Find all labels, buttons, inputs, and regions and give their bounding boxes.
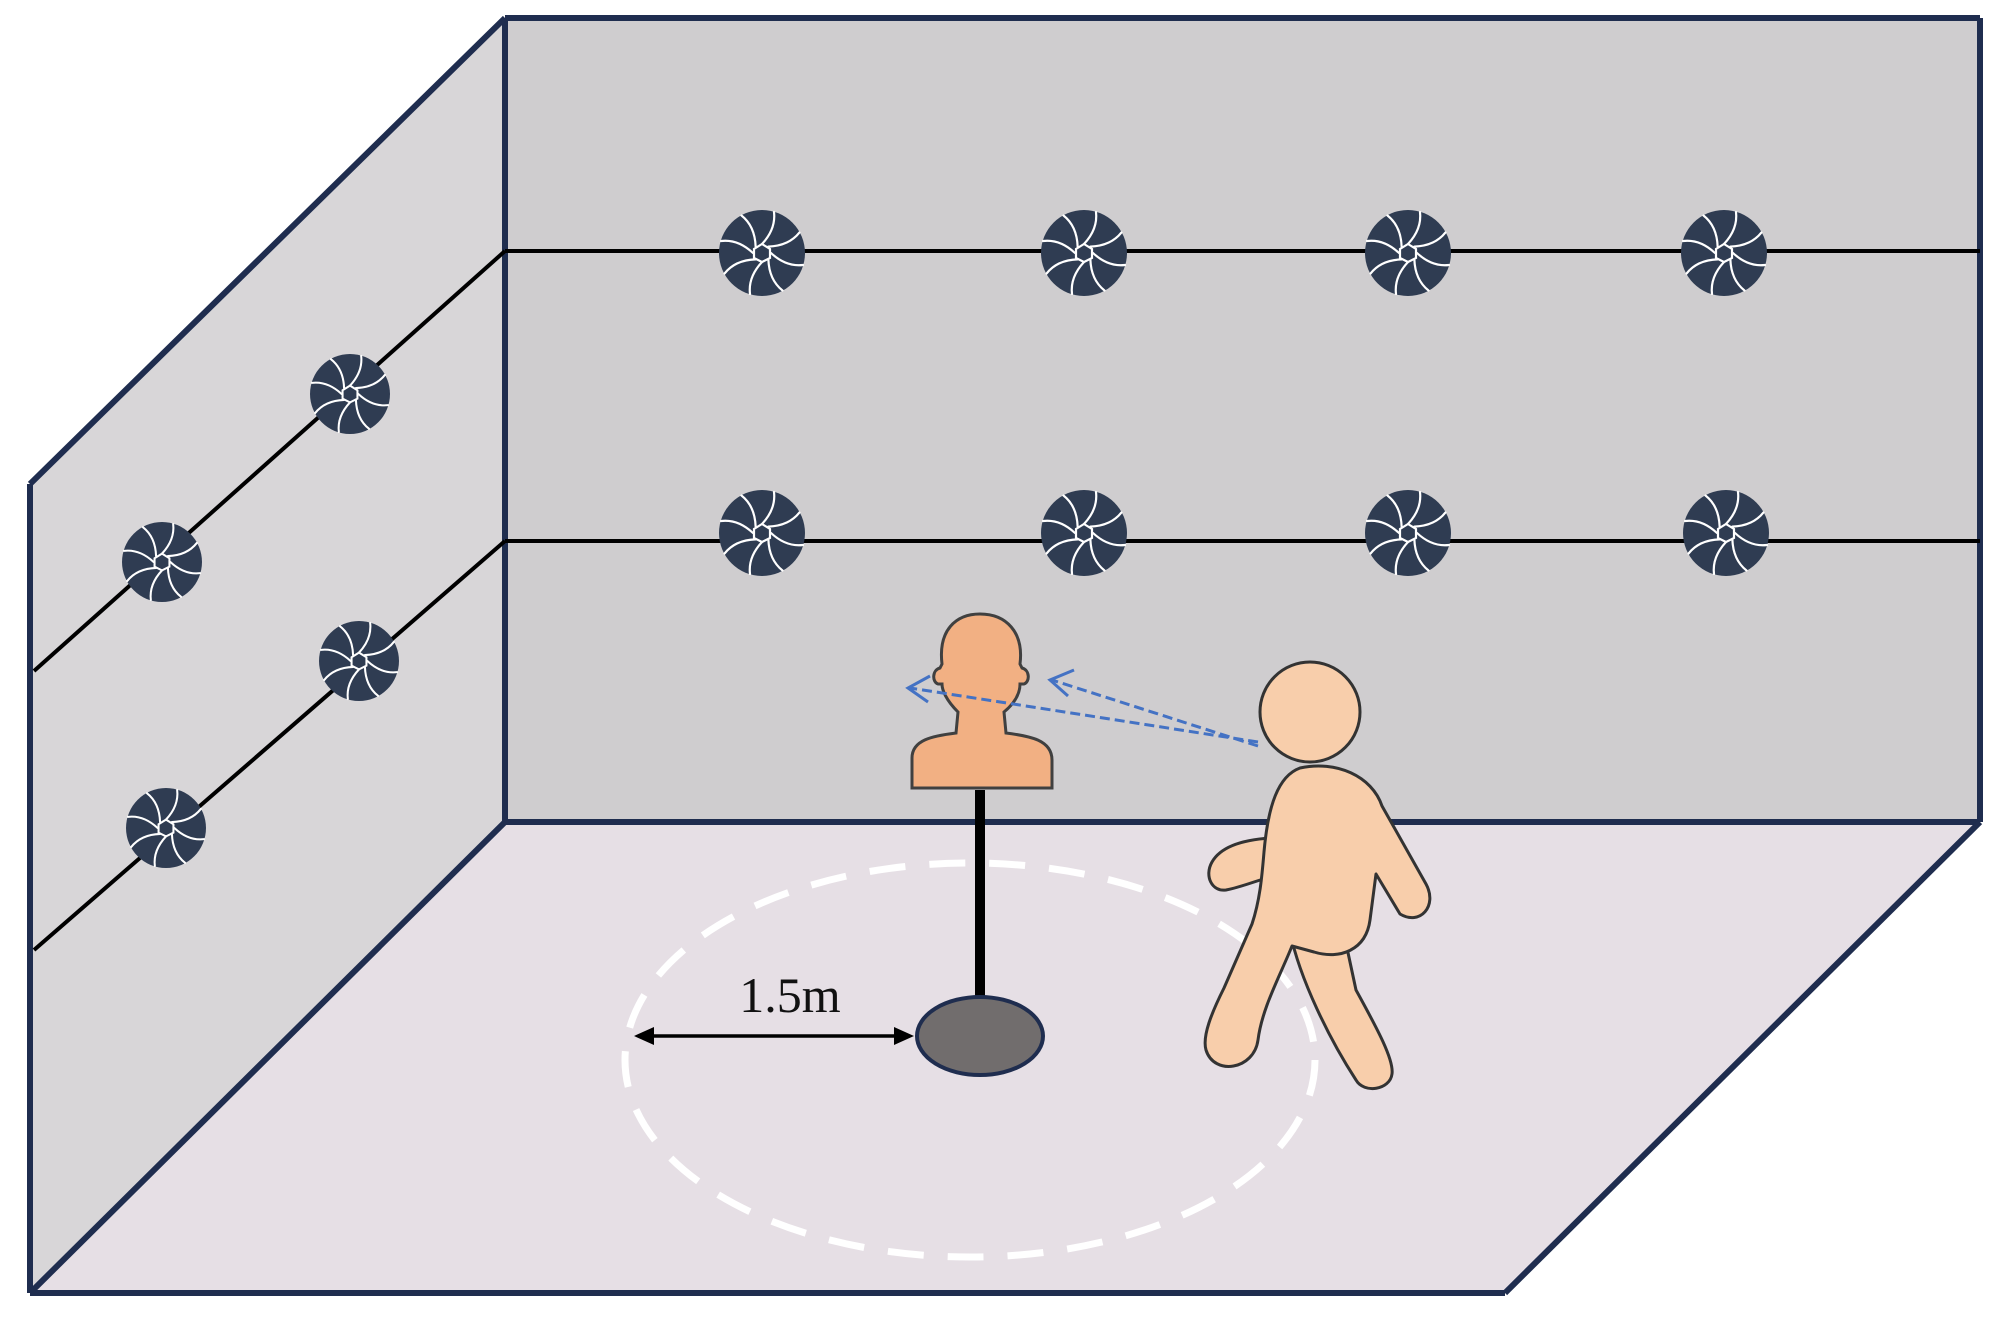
person-head xyxy=(1258,660,1362,764)
speaker-icon xyxy=(717,208,807,298)
speaker-icon xyxy=(124,786,208,870)
sound-path-left-ear xyxy=(909,686,1259,744)
head-and-torso-simulator-icon xyxy=(910,612,1054,790)
distance-arrow: 1.5m xyxy=(634,967,914,1045)
back-wall xyxy=(505,18,1980,822)
side-wall-top-edge xyxy=(27,15,508,487)
stand-base xyxy=(915,995,1045,1077)
speaker-icon xyxy=(1681,488,1771,578)
speaker-icon xyxy=(308,352,392,436)
person-torso xyxy=(1203,764,1432,1068)
speaker-icon xyxy=(1363,488,1453,578)
speaker-icon xyxy=(1363,208,1453,298)
floor-left-edge xyxy=(27,819,508,1296)
side-wall-cable-upper xyxy=(32,249,507,673)
speaker-icon xyxy=(1679,208,1769,298)
person-back-arm xyxy=(1207,836,1278,892)
side-wall-cable-lower xyxy=(32,539,507,952)
room-edges xyxy=(27,15,1983,1296)
side-wall xyxy=(30,18,505,1293)
measurement-circle xyxy=(621,859,1319,1261)
distance-arrowhead-left xyxy=(634,1027,654,1045)
distance-arrowhead-right xyxy=(894,1027,914,1045)
speaker-icon xyxy=(717,488,807,578)
person-back-leg xyxy=(1288,930,1394,1090)
right-ear-arrowhead xyxy=(1047,668,1075,698)
distance-label: 1.5m xyxy=(739,967,841,1023)
speaker-icon xyxy=(1039,208,1129,298)
sound-path-right-ear xyxy=(1051,678,1259,748)
sound-path-arrows xyxy=(905,668,1259,748)
speaker-icon xyxy=(1039,488,1129,578)
speaker-icon xyxy=(120,520,204,604)
speaker-icon xyxy=(317,619,401,703)
floor-right-edge xyxy=(1502,819,1983,1296)
left-ear-arrowhead xyxy=(905,674,931,704)
walking-person-icon xyxy=(1203,660,1432,1090)
